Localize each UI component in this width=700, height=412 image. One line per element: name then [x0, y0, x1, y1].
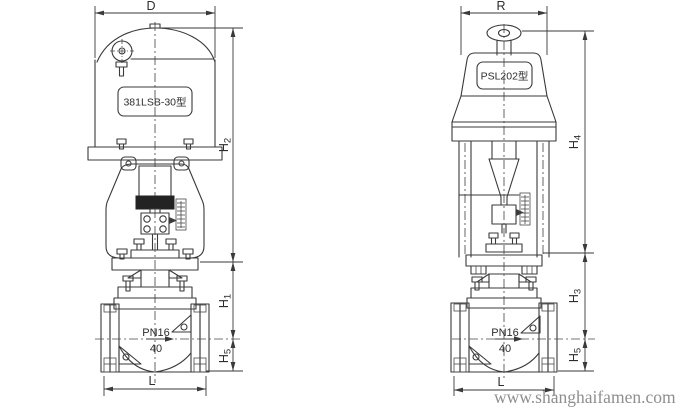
seat-gusset-lower: [118, 345, 142, 365]
left-flow-annotation: PN16 40: [95, 327, 243, 355]
left-actuator-housing: 381LSB-30型: [87, 23, 223, 161]
bonnet-studs: [122, 275, 188, 292]
left-valve-drawing: D 381LSB-30型: [87, 0, 243, 396]
left-dim-width: D: [94, 0, 216, 58]
left-dim-heights: H2 H1 H5: [160, 27, 243, 372]
travel-pointer: [169, 217, 177, 224]
stem-coupling-band: [135, 195, 175, 210]
left-dn-label: 40: [150, 343, 162, 355]
seat-gusset-upper-right: [520, 315, 541, 334]
yoke-base-plate-right: [465, 254, 543, 267]
dim-label-h1: H1: [217, 294, 234, 308]
handwheel: [486, 24, 522, 42]
flow-direction-arrow-right: [514, 336, 523, 342]
right-model-plate: [476, 61, 533, 90]
right-yoke-columns: [458, 140, 550, 258]
dim-label-l-left: L: [149, 374, 156, 388]
left-model-plate: [117, 86, 193, 117]
dim-label-d: D: [146, 0, 155, 13]
dim-label-h5-left: H5: [217, 349, 234, 363]
base-plate-bolts: [116, 138, 194, 150]
left-model-label: 381LSB-30型: [123, 96, 186, 109]
right-valve-drawing: R PSL202型: [450, 0, 595, 396]
right-actuator: PSL202型: [451, 24, 557, 142]
right-dim-width: R: [460, 0, 548, 55]
right-dim-heights: H4 H3 H5: [522, 30, 594, 372]
right-pn-label: PN16: [491, 327, 519, 339]
dim-label-h5-right: H5: [567, 348, 584, 362]
dim-label-h3: H3: [567, 289, 584, 303]
right-valve-body: [450, 302, 558, 373]
dim-label-l-right: L: [498, 375, 505, 389]
dim-label-h2: H2: [217, 138, 234, 152]
right-dim-length: L: [453, 375, 555, 396]
seat-gusset-upper: [171, 314, 192, 333]
watermark-text: www.shanghaifamen.com: [494, 387, 676, 407]
motor-cap: [110, 39, 134, 77]
seat-gusset-lower-right: [468, 345, 492, 365]
left-flange-outer: [100, 303, 111, 373]
gland-flange-right: [485, 243, 523, 253]
right-flow-annotation: PN16 40: [452, 327, 595, 355]
housing-base-plate: [87, 146, 223, 161]
right-stem-assembly: [485, 140, 531, 253]
dim-label-h4: H4: [567, 135, 584, 149]
left-valve-body: [100, 303, 210, 373]
right-flange-outer: [199, 303, 210, 373]
right-dn-label: 40: [499, 343, 511, 355]
right-model-label: PSL202型: [481, 70, 529, 83]
flow-direction-arrow: [165, 336, 174, 342]
travel-indicator-scale-right: [519, 192, 531, 226]
dim-label-r: R: [496, 0, 505, 13]
right-bonnet: [465, 254, 543, 309]
travel-indicator-scale: [175, 198, 187, 231]
left-stem-assembly: [130, 165, 187, 259]
left-dim-length: L: [103, 374, 207, 396]
left-pn-label: PN16: [142, 327, 170, 339]
